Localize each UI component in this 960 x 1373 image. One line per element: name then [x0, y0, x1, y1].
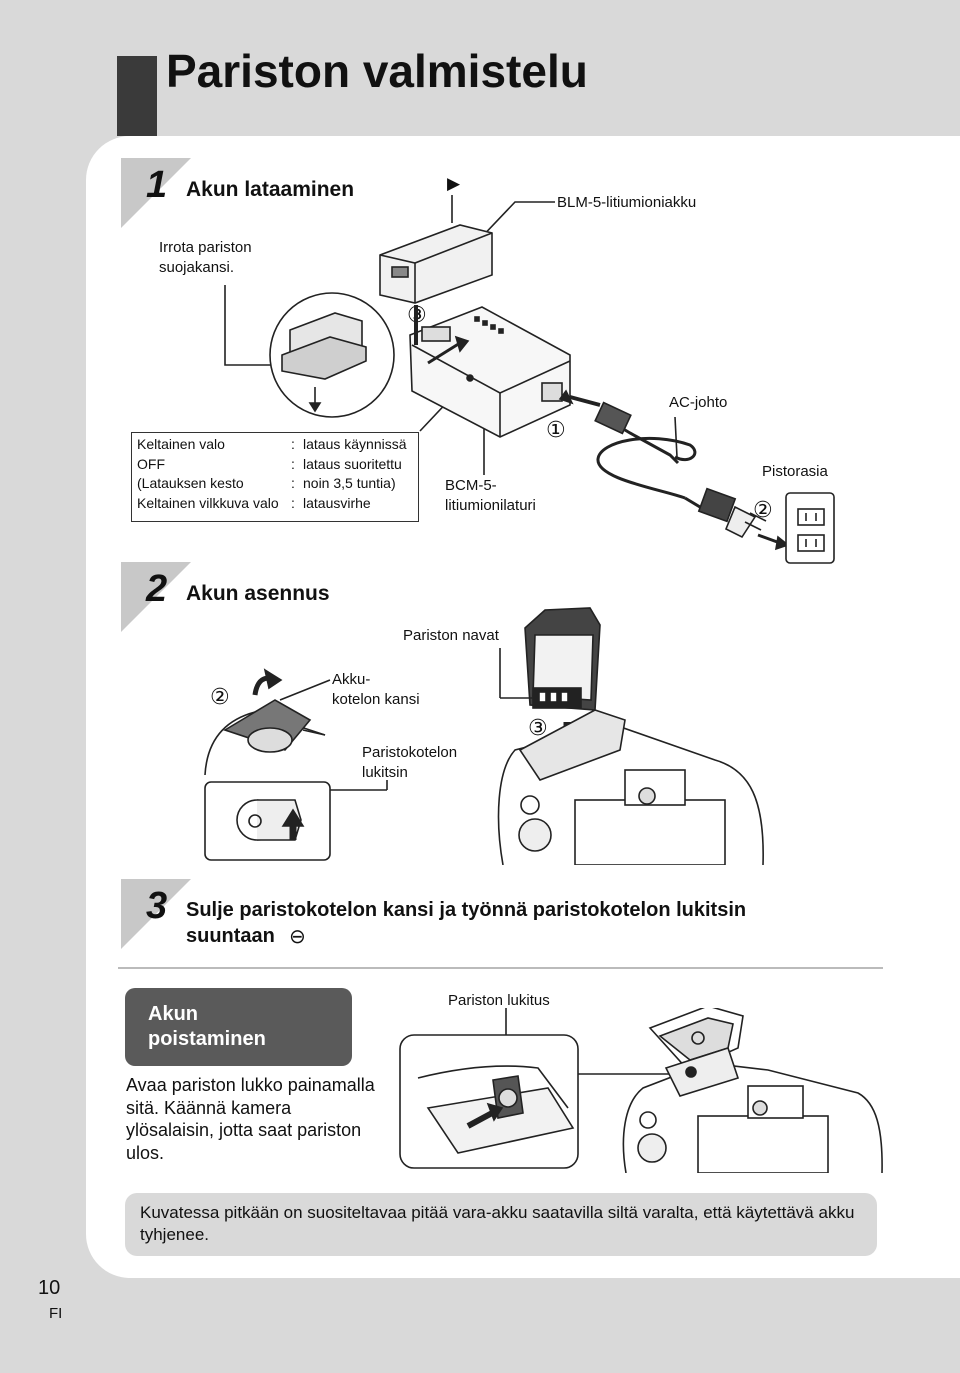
step3-heading-line1: Sulje paristokotelon kansi ja työnnä par…: [186, 899, 747, 921]
removal-heading-line1: Akun: [148, 1003, 198, 1025]
instruction-line2: suojakansi.: [159, 259, 235, 276]
tip-note: Kuvatessa pitkään on suositeltavaa pitää…: [125, 1193, 877, 1256]
battery-lock-label: Pariston lukitus: [448, 992, 550, 1009]
step2-number: 2: [146, 568, 168, 610]
charger-label-line1: BCM-5-: [445, 477, 497, 494]
removal-instructions: Avaa pariston lukko painamalla sitä. Kää…: [126, 1075, 375, 1163]
step1-number: 1: [146, 164, 168, 206]
lock-label-line2: lukitsin: [362, 764, 408, 781]
outlet-label: Pistorasia: [762, 463, 828, 480]
section-divider: [118, 967, 883, 969]
battery-label: BLM-5-litiumioniakku: [557, 194, 697, 211]
cover-label-line2: kotelon kansi: [332, 691, 420, 708]
step3-corner-marker: [121, 879, 191, 949]
step1-corner-marker: [121, 158, 191, 228]
language-code: FI: [49, 1305, 63, 1322]
charging-illustration: [224, 195, 835, 564]
status-row: (Latauksen kesto:noin 3,5 tuntia): [137, 475, 396, 491]
removal-heading-line2: poistaminen: [148, 1028, 266, 1050]
title-accent-block: [117, 56, 157, 136]
removal-illustration: [399, 1008, 883, 1173]
step3-number: 3: [146, 885, 168, 927]
status-row: Keltainen valo:lataus käynnissä: [137, 436, 407, 452]
ac-cord-label: AC-johto: [669, 394, 728, 411]
marker-1: ①: [546, 417, 566, 442]
step2-heading: Akun asennus: [186, 582, 330, 605]
step1-heading: Akun lataaminen: [186, 178, 355, 201]
insertion-illustration: [204, 607, 764, 865]
removal-heading-box: Akun poistaminen: [125, 988, 352, 1066]
step2-marker-3: ③: [528, 715, 548, 740]
lock-label-line1: Paristokotelon: [362, 744, 458, 761]
terminals-label: Pariston navat: [403, 627, 499, 644]
page-title: Pariston valmistelu: [166, 45, 588, 97]
step2-marker-2: ②: [210, 684, 230, 709]
page-number: 10: [38, 1277, 61, 1299]
charger-label-line2: litiumionilaturi: [445, 497, 536, 514]
lock-symbol-icon: ⊖: [289, 926, 306, 948]
step2-corner-marker: [121, 562, 191, 632]
marker-2: ②: [753, 497, 773, 522]
status-row: Keltainen vilkkuva valo:latausvirhe: [137, 494, 371, 511]
instruction-line1: Irrota pariston: [159, 239, 252, 256]
status-row: OFF:lataus suoritettu: [137, 455, 402, 472]
step3-heading-line2: suuntaan: [186, 925, 275, 947]
charging-status-table: Keltainen valo:lataus käynnissä OFF:lata…: [131, 432, 419, 522]
play-arrow-icon: ▶: [447, 174, 461, 193]
cover-label-line1: Akku-: [332, 671, 371, 688]
